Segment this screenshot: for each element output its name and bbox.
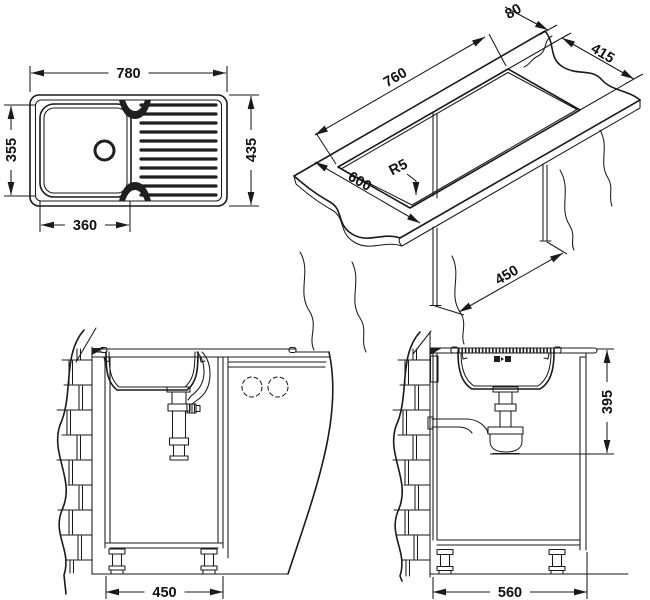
drainboard-ribs <box>139 103 218 197</box>
svg-text:415: 415 <box>588 41 617 67</box>
overflow-icon <box>494 356 500 362</box>
dim-450-iso: 450 <box>493 263 522 289</box>
top-view: 780 435 355 360 <box>3 65 260 234</box>
dim-395: 395 <box>599 382 616 422</box>
cutout-outline <box>337 68 581 209</box>
break-curve <box>287 351 334 575</box>
dim-line-415 <box>561 37 635 80</box>
worktop-torn-right-edge <box>544 30 641 101</box>
cabinet-front <box>104 356 327 559</box>
rim-lip <box>553 346 562 354</box>
svg-text:435: 435 <box>244 138 260 162</box>
dim-line-450-iso <box>458 252 564 313</box>
drain-assembly <box>166 351 211 461</box>
svg-text:450: 450 <box>493 263 522 289</box>
cabinet-panels <box>429 111 552 307</box>
mounting-clips <box>461 352 550 360</box>
worktop-front-edge <box>399 99 641 239</box>
svg-text:780: 780 <box>116 66 140 82</box>
dim-435: 435 <box>243 130 260 170</box>
dim-415: 415 <box>588 41 617 67</box>
dim-760: 760 <box>381 65 410 91</box>
dim-780: 780 <box>108 65 149 82</box>
svg-text:360: 360 <box>73 218 97 234</box>
cabinet-legs-side <box>436 548 566 575</box>
dim-80: 80 <box>503 1 525 23</box>
knockout-hole <box>267 376 289 398</box>
svg-text:R5: R5 <box>387 157 411 180</box>
sink-rim-left <box>99 346 108 354</box>
radius-leader <box>406 173 420 195</box>
svg-text:395: 395 <box>600 390 616 414</box>
side-section-view: 395 560 <box>392 330 629 600</box>
svg-text:760: 760 <box>381 65 410 91</box>
torn-cabinet-surfaces <box>299 129 613 353</box>
svg-text:450: 450 <box>152 585 176 600</box>
drain-icon <box>93 139 116 162</box>
dim-line-760 <box>314 36 486 136</box>
worktop-torn-left-edge <box>293 175 401 239</box>
dim-line-600 <box>314 161 421 224</box>
isometric-view: 760 80 415 600 R5 450 <box>293 1 644 353</box>
knockout-hole <box>241 376 263 398</box>
bowl-section <box>103 351 206 391</box>
svg-text:355: 355 <box>4 138 20 162</box>
brick-wall-side <box>392 330 442 582</box>
dim-450-front: 450 <box>144 584 185 600</box>
dim-360: 360 <box>65 217 105 234</box>
p-trap-assembly <box>427 386 524 455</box>
svg-text:560: 560 <box>498 585 522 600</box>
break-leader <box>523 35 553 68</box>
bowl-section-side <box>457 352 555 390</box>
bowl-outline <box>39 103 132 198</box>
cutout-inner-edge <box>340 71 578 206</box>
dim-r5: R5 <box>387 157 411 180</box>
worktop-back-edge <box>293 30 546 177</box>
front-section-view: 450 <box>56 327 334 600</box>
dim-560: 560 <box>490 584 530 600</box>
cabinet-legs <box>108 548 218 575</box>
dim-355: 355 <box>3 130 20 170</box>
bowl-transition-top <box>119 100 151 119</box>
rim-lip <box>450 346 459 354</box>
sink-rim-inner <box>34 99 223 202</box>
sink-outline <box>29 94 228 207</box>
bowl-inner <box>43 107 128 194</box>
worktop-section <box>91 348 330 358</box>
brick-wall <box>56 327 104 595</box>
sink-rim-right <box>288 346 297 354</box>
svg-text:80: 80 <box>503 1 525 23</box>
